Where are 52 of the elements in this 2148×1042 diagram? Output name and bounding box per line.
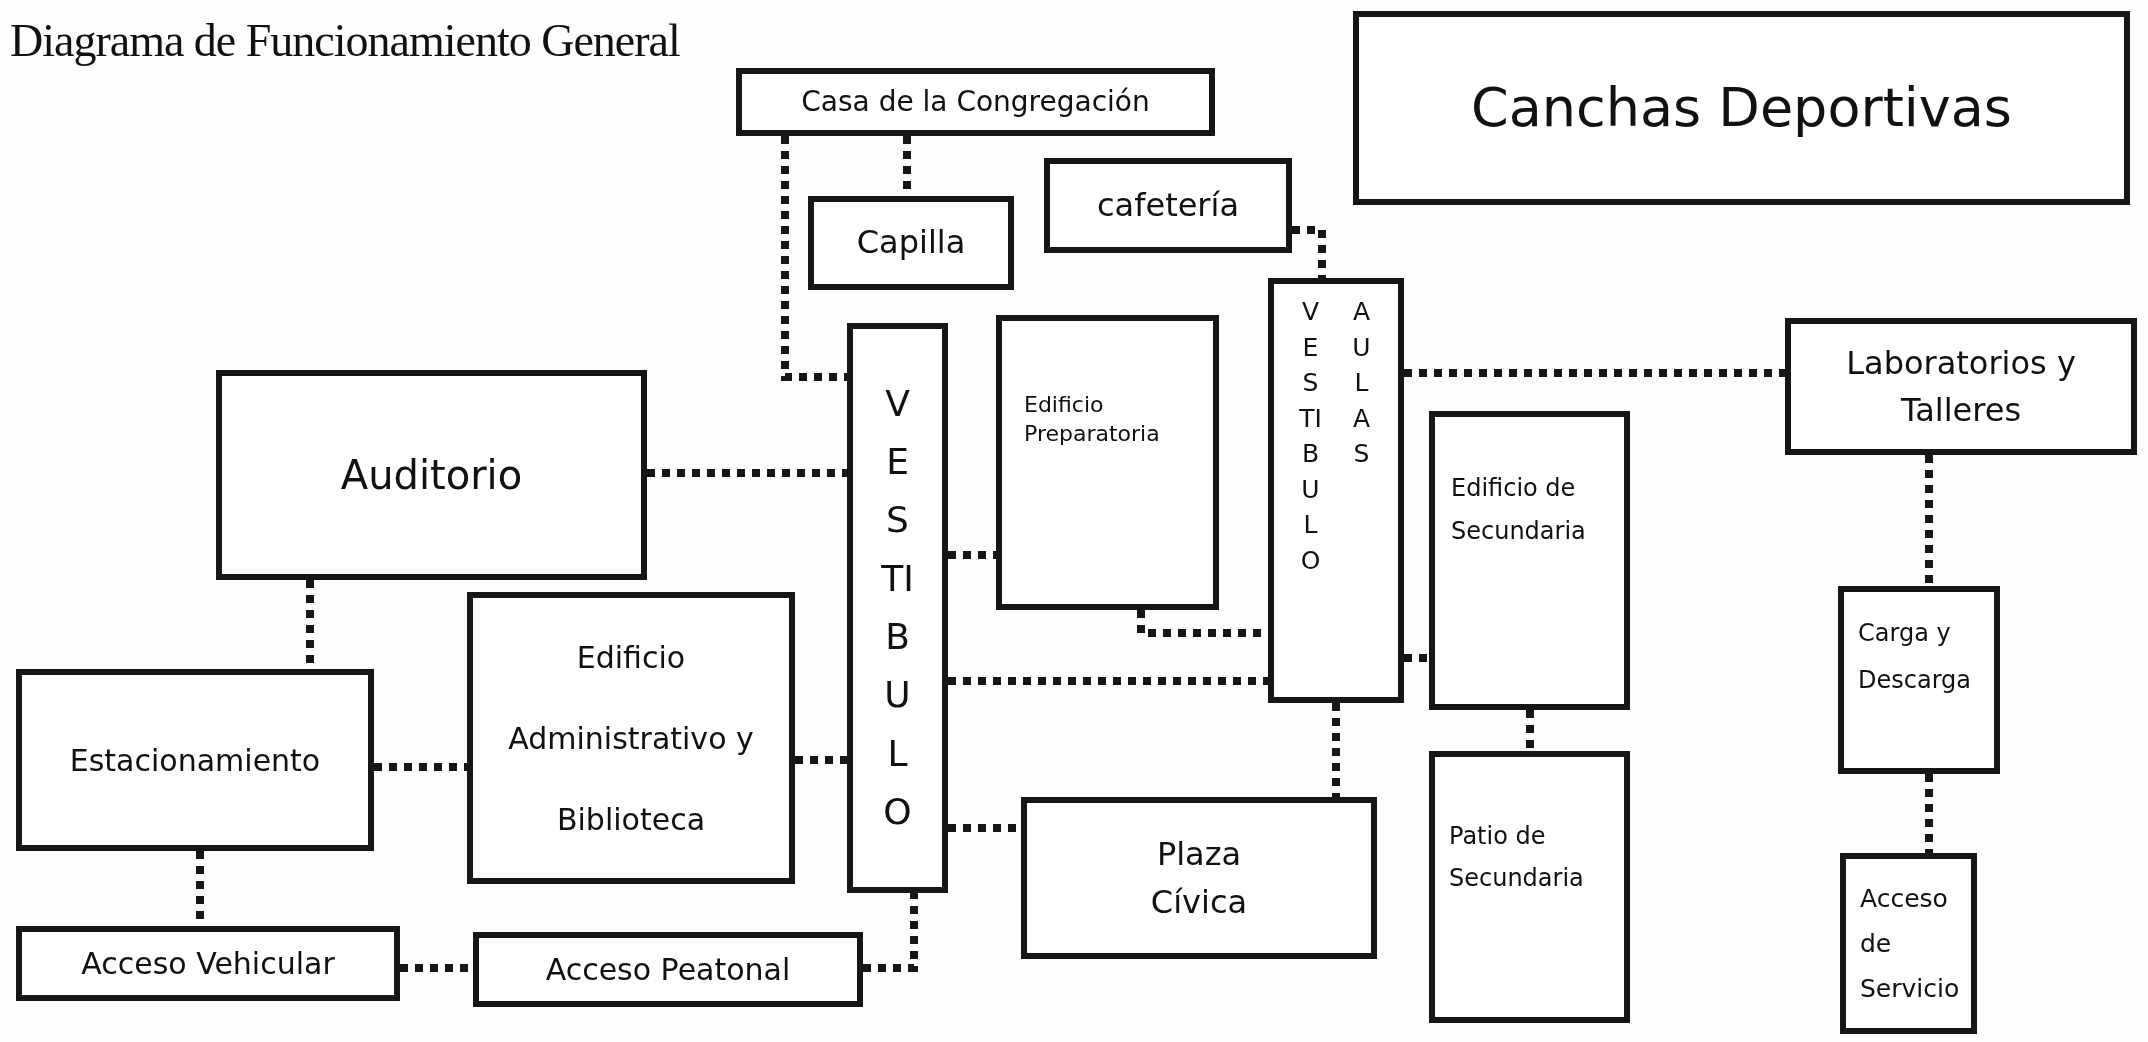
process-box (473, 932, 863, 1007)
process-box (1429, 751, 1630, 1023)
process-box (736, 68, 1215, 136)
vertical-label: VESTIBULO (1298, 296, 1323, 577)
dotted-connector (781, 136, 847, 381)
process-box (996, 315, 1219, 610)
dotted-connector (1292, 226, 1326, 278)
dotted-connector (1526, 710, 1534, 751)
dotted-connector (948, 551, 996, 559)
dotted-connector (1925, 455, 1933, 586)
process-box (1353, 11, 2130, 205)
dotted-connector (1404, 369, 1785, 377)
dotted-connector (1332, 703, 1340, 797)
vertical-label: VESTIBULO (880, 381, 915, 834)
box-label: Estacionamiento (69, 741, 321, 780)
box-label: Carga y Descarga (1858, 618, 1968, 696)
box-label: Casa de la Congregación (801, 83, 1150, 120)
box-label: Edificio Preparatoria (1024, 391, 1161, 448)
process-box (16, 669, 374, 851)
box-label: Laboratorios y Talleres (1845, 343, 2077, 431)
process-box (1429, 411, 1630, 710)
dotted-connector (1925, 774, 1933, 853)
box-label: Patio de Secundaria (1449, 821, 1585, 894)
box-label: Acceso Vehicular (81, 945, 335, 983)
box-label: Acceso de Servicio (1860, 883, 1960, 1005)
box-label: Auditorio (340, 451, 523, 500)
process-box (467, 592, 795, 884)
box-label: Acceso Peatonal (545, 951, 791, 989)
vertical-label: AULAS (1351, 296, 1372, 470)
dotted-connector (863, 893, 918, 972)
dotted-connector (647, 469, 847, 477)
dotted-connector (374, 763, 467, 771)
dotted-connector (795, 756, 847, 764)
box-label: Edificio de Secundaria (1451, 473, 1587, 548)
box-label: Edificio Administrativo y Biblioteca (507, 638, 755, 839)
process-box (1840, 853, 1977, 1034)
process-box (216, 370, 647, 580)
process-box (808, 196, 1014, 290)
process-box (1044, 158, 1292, 253)
process-box (847, 323, 948, 893)
process-box (16, 926, 400, 1001)
dotted-connector (948, 677, 1268, 685)
box-label: Capilla (856, 222, 966, 264)
process-box (1785, 318, 2137, 455)
box-label: cafetería (1096, 184, 1239, 226)
process-box (1268, 278, 1404, 703)
dotted-connector (1404, 654, 1429, 662)
box-label: Canchas Deportivas (1471, 74, 2012, 141)
process-box (1021, 797, 1377, 959)
process-box (1838, 586, 2000, 774)
box-label: Plaza Cívica (1149, 834, 1249, 923)
diagram-title: Diagrama de Funcionamiento General (10, 14, 680, 67)
